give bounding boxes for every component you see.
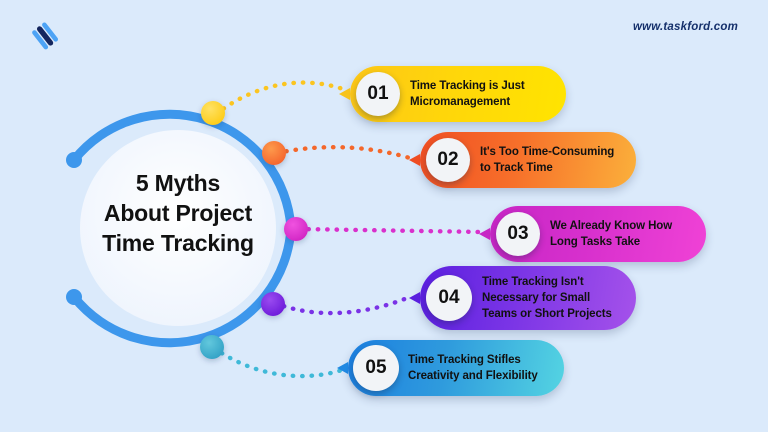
connector-03 — [296, 226, 486, 235]
myth-number-badge-01: 01 — [356, 72, 400, 116]
myth-text-04-line-1: Time Tracking Isn't — [482, 276, 584, 288]
myth-card-01[interactable]: 01 Time Tracking is Just Micromanagement — [339, 66, 566, 122]
node-dot-01 — [201, 101, 225, 125]
ring-endpoint-top — [66, 152, 82, 168]
node-dot-02 — [262, 141, 286, 165]
myth-text-05-line-1: Time Tracking Stifles — [408, 354, 521, 366]
ring-endpoint-bottom — [66, 289, 82, 305]
hub-title-line-1: 5 Myths — [135, 170, 221, 196]
myth-text-03-line-2: Long Tasks Take — [550, 236, 641, 248]
node-dot-05 — [200, 335, 224, 359]
myth-card-05[interactable]: 05 Time Tracking Stifles Creativity and … — [337, 340, 564, 396]
myth-card-03[interactable]: 03 We Already Know How Long Tasks Take — [479, 206, 706, 262]
connector-01 — [213, 80, 346, 117]
myth-text-04: Time Tracking Isn't Necessary for Small … — [482, 274, 612, 322]
pointer-tip-icon-01 — [339, 88, 350, 100]
myth-card-04[interactable]: 04 Time Tracking Isn't Necessary for Sma… — [409, 266, 636, 330]
myth-text-02-line-2: to Track Time — [480, 162, 553, 174]
site-url-label: www.taskford.com — [632, 21, 738, 33]
node-dot-03 — [284, 217, 308, 241]
connector-02 — [274, 145, 416, 162]
myth-card-02[interactable]: 02 It's Too Time-Consuming to Track Time — [409, 132, 636, 188]
hub-inner-circle — [80, 130, 276, 326]
connector-05 — [211, 345, 345, 379]
myth-number-badge-04: 04 — [426, 275, 472, 321]
myth-number-badge-05: 05 — [353, 345, 399, 391]
connector-04 — [272, 293, 415, 316]
myth-text-01: Time Tracking is Just Micromanagement — [410, 78, 525, 110]
pointer-tip-icon-05 — [337, 362, 348, 374]
myth-text-03-line-1: We Already Know How — [550, 220, 673, 232]
myth-text-02: It's Too Time-Consuming to Track Time — [480, 144, 614, 176]
taskford-logo-icon — [30, 21, 60, 51]
myth-number-badge-02: 02 — [426, 138, 470, 182]
myth-text-01-line-1: Time Tracking is Just — [410, 80, 525, 92]
myth-text-01-line-2: Micromanagement — [410, 96, 511, 108]
hub-title-line-3: Time Tracking — [102, 230, 254, 256]
pointer-tip-icon-04 — [409, 292, 420, 304]
myth-text-05: Time Tracking Stifles Creativity and Fle… — [408, 352, 538, 384]
pointer-tip-icon-03 — [479, 228, 490, 240]
hub-title-line-2: About Project — [103, 200, 253, 226]
myth-text-02-line-1: It's Too Time-Consuming — [480, 146, 615, 158]
myth-text-04-line-2: Necessary for Small — [482, 292, 591, 304]
node-dot-04 — [261, 292, 285, 316]
myth-text-03: We Already Know How Long Tasks Take — [550, 218, 672, 250]
myth-text-05-line-2: Creativity and Flexibility — [408, 370, 538, 382]
myth-text-04-line-3: Teams or Short Projects — [482, 308, 612, 320]
hub-title: 5 Myths About Project Time Tracking — [72, 168, 284, 258]
pointer-tip-icon-02 — [409, 154, 420, 166]
myth-number-badge-03: 03 — [496, 212, 540, 256]
